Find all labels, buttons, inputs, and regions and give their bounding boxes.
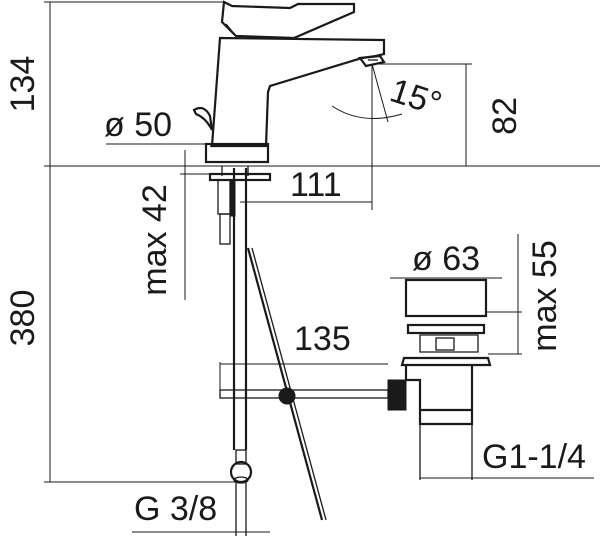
- label-waste-max-height: max 55: [526, 240, 564, 352]
- label-popup-rod-length: 135: [294, 320, 351, 358]
- mounting-hardware: [208, 166, 272, 536]
- label-overall-height: 134: [4, 56, 42, 113]
- label-inlet-thread: G 3/8: [134, 490, 217, 528]
- popup-rod: [219, 247, 407, 521]
- faucet-body: [192, 0, 386, 164]
- label-spout-reach: 111: [290, 166, 342, 204]
- waste-assembly: [400, 278, 492, 480]
- label-base-diameter: ø 50: [104, 106, 172, 144]
- dimension-lines: [44, 1, 600, 533]
- label-waste-diameter: ø 63: [412, 240, 480, 278]
- label-max-deck-thickness: max 42: [136, 184, 174, 296]
- dimension-labels: 134 ø 50 max 42 380 111 82 15° ø 63 max …: [4, 56, 586, 528]
- label-spout-height: 82: [486, 97, 524, 135]
- label-waste-thread: G1-1/4: [482, 438, 586, 476]
- label-hose-length: 380: [4, 290, 42, 347]
